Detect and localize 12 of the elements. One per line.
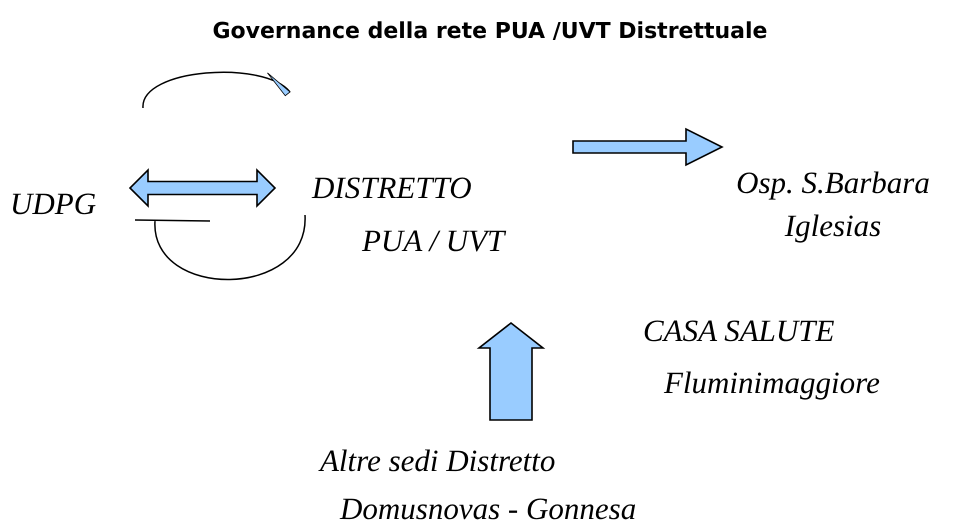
place-label: Domusnovas - Gonnesa <box>340 493 636 525</box>
place-label: CASA SALUTE <box>643 315 834 347</box>
place-label: PUA / UVT <box>362 225 504 257</box>
place-label: UDPG <box>10 188 96 220</box>
place-label: Osp. S.Barbara Iglesias <box>735 164 931 245</box>
block-arrow <box>572 128 724 166</box>
diagram-title: Governance della rete PUA /UVT Distrettuale <box>212 18 768 46</box>
block-arrow <box>476 322 546 421</box>
place-label: Altre sedi Distretto <box>320 445 556 477</box>
place-label: Fluminimaggiore <box>664 367 880 399</box>
double-block-arrow <box>128 168 276 208</box>
place-label: DISTRETTO <box>312 172 472 204</box>
